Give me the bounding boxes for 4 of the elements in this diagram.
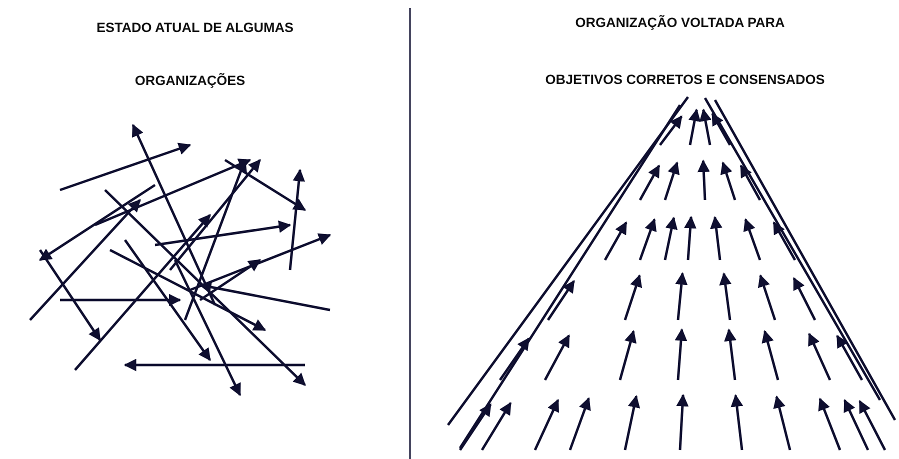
heading-text: ORGANIZAÇÕES [134,73,246,88]
heading-text: ESTADO ATUAL DE ALGUMAS [96,20,294,35]
heading-text: ORGANIZAÇÃO VOLTADA PARA [575,15,785,30]
heading-text: OBJETIVOS CORRETOS E CONSENSADOS [545,72,825,87]
